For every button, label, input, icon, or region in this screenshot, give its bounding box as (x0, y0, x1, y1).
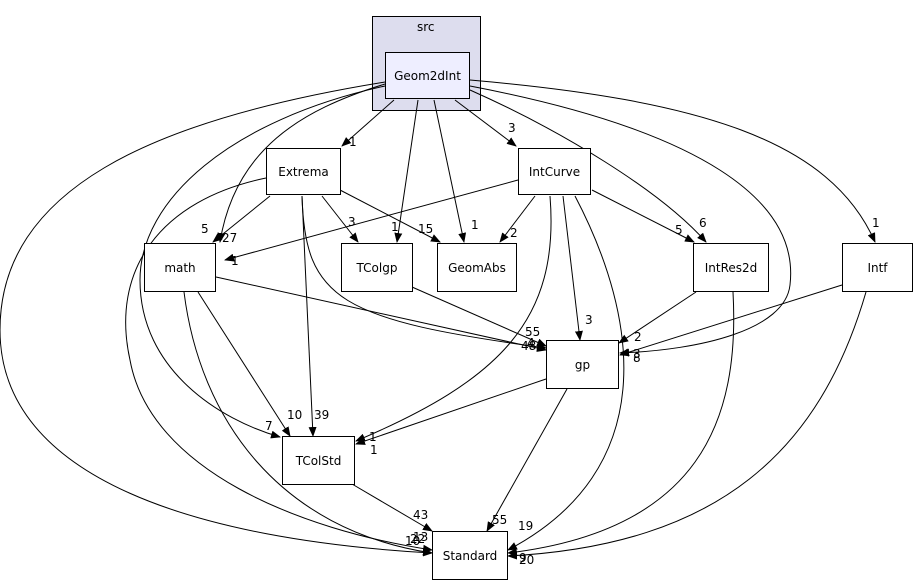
edge-geom2dint-intcurve (454, 99, 517, 147)
label-intres2d-gp: 2 (634, 330, 642, 344)
label-g-tcolstd: 7 (265, 419, 273, 433)
label-intf-standard: 20 (519, 553, 534, 567)
label-g-intf: 1 (872, 216, 880, 230)
label-tcolgp-gp: 55 (525, 325, 540, 339)
node-intcurve[interactable]: IntCurve (518, 148, 591, 195)
label-ic-geomabs: 2 (510, 226, 518, 240)
edge-intf-gp (619, 284, 843, 357)
label-ex-geomabs: 15 (418, 222, 433, 236)
edge-intcurve-geomabs (499, 195, 536, 243)
label-ex-tcolgp: 3 (348, 215, 356, 229)
label-ex-gp: 48 (521, 339, 536, 353)
label-tcolstd-standard: 43 (413, 508, 428, 522)
edge-extrema-math (212, 195, 271, 243)
edge-geom2dint-extrema (341, 99, 395, 147)
edge-math-tcolstd (197, 291, 291, 437)
edge-geom2dint-tcolgp (394, 99, 419, 243)
edge-intcurve-gp (562, 195, 583, 341)
edge-geom2dint-gp (469, 85, 792, 357)
label-g-math: 5 (201, 222, 209, 236)
label-intres2d-standard: 9 (519, 551, 527, 565)
label-g-geomabs: 1 (471, 218, 479, 232)
label-ic-gp: 3 (585, 313, 593, 327)
label-ic-tcolstd: 1 (369, 430, 377, 444)
label-ic-standard: 19 (518, 519, 533, 533)
label-ic-intres2d: 5 (675, 223, 683, 237)
edge-math-gp (215, 276, 547, 352)
label-ex-tcolstd: 39 (314, 408, 329, 422)
edge-extrema-tcolgp (321, 195, 359, 243)
edge-intcurve-intres2d (591, 189, 695, 243)
label-intf-gp: 3 (633, 347, 641, 361)
label-math-gp: 4 (527, 336, 535, 350)
node-extrema[interactable]: Extrema (266, 148, 341, 195)
edge-extrema-geomabs (339, 189, 441, 243)
node-intres2d[interactable]: IntRes2d (693, 243, 769, 292)
label-ex-standard: 22 (410, 532, 425, 546)
label-g-intcurve: 3 (508, 121, 516, 135)
edge-intcurve-tcolstd (355, 195, 552, 442)
label-math-standard: 13 (413, 530, 428, 544)
label-gp-standard: 55 (492, 513, 507, 527)
edge-geom2dint-geomabs (433, 99, 467, 243)
edge-intcurve-standard (507, 195, 625, 551)
label-g-extrema: 1 (349, 135, 357, 149)
edge-geom2dint-standard (0, 81, 433, 557)
node-intf[interactable]: Intf (842, 243, 913, 292)
edge-intres2d-gp (618, 291, 697, 344)
edge-geom2dint-intres2d (469, 89, 707, 243)
node-tcolstd[interactable]: TColStd (282, 436, 355, 485)
edge-tcolstd-standard (351, 483, 433, 532)
node-geom2dint[interactable]: Geom2dInt (385, 52, 470, 99)
edge-gp-standard (486, 388, 568, 532)
edge-intf-standard (507, 291, 867, 560)
label-ic-math: 1 (231, 254, 239, 268)
edge-tcolgp-gp (411, 286, 547, 347)
label-g-intres2d: 6 (699, 216, 707, 230)
edge-gp-tcolstd (355, 378, 547, 445)
label-gp-tcolstd: 1 (370, 443, 378, 457)
node-tcolgp[interactable]: TColgp (341, 243, 413, 292)
cluster-src-label: src (417, 20, 435, 34)
edge-intres2d-standard (507, 291, 735, 556)
edge-extrema-tcolstd (301, 195, 317, 437)
edge-extrema-standard (125, 177, 433, 553)
edge-extrema-gp (301, 195, 547, 351)
node-math[interactable]: math (144, 243, 216, 292)
edge-math-standard (183, 291, 433, 556)
edge-intcurve-math (224, 179, 519, 262)
node-geomabs[interactable]: GeomAbs (437, 243, 517, 292)
label-ex-math: 27 (222, 231, 237, 245)
label-g-gp: 8 (633, 351, 641, 365)
edge-geom2dint-math (217, 83, 386, 243)
label-math-tcolstd: 10 (287, 408, 302, 422)
label-g-tcolgp: 1 (391, 220, 399, 234)
label-g-standard: 10 (405, 534, 420, 548)
node-standard[interactable]: Standard (432, 531, 508, 580)
edge-geom2dint-tcolstd (139, 85, 386, 439)
edge-geom2dint-intf (469, 79, 876, 243)
node-gp[interactable]: gp (546, 340, 619, 389)
